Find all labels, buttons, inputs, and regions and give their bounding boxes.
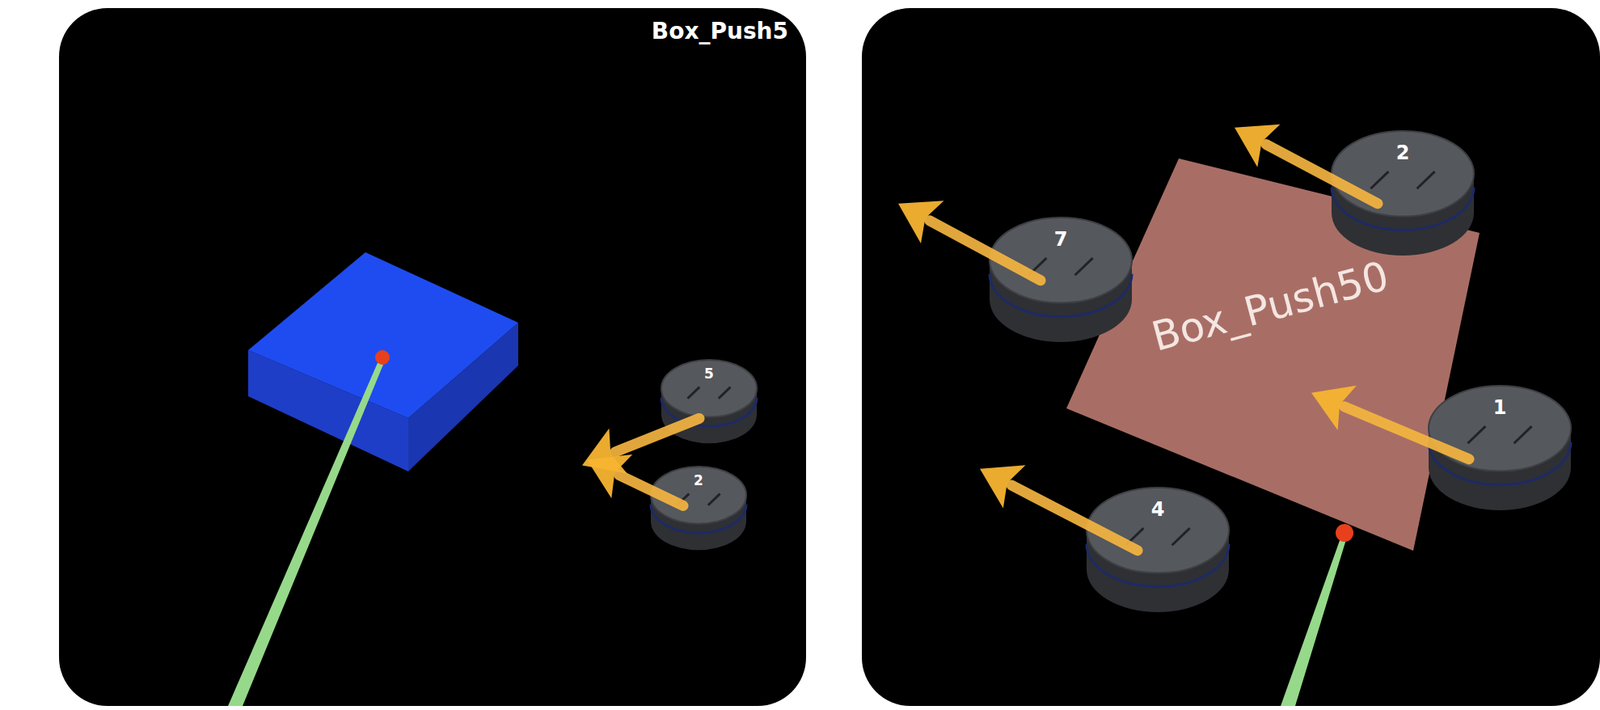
motion-arrow-shaft — [1344, 406, 1470, 460]
scene-title: Box_Push5 — [651, 17, 789, 45]
robot-number: 4 — [1151, 498, 1166, 521]
robot-slot — [687, 386, 700, 398]
robot-unit: 7 — [989, 217, 1132, 342]
robot-slot — [1075, 257, 1094, 275]
robot-slot — [718, 386, 731, 398]
robot-top — [1428, 385, 1571, 472]
robot-top — [661, 359, 757, 418]
motion-arrow-head — [586, 454, 633, 499]
pointer-dot — [375, 350, 390, 365]
pointer-ray — [1280, 533, 1347, 706]
robot-number: 7 — [1054, 227, 1069, 251]
motion-arrow-shaft — [615, 417, 700, 452]
robot-slot — [1370, 171, 1389, 189]
robot-slot — [708, 493, 721, 505]
motion-arrow-shaft — [1011, 485, 1138, 551]
robot-unit: 1 — [1428, 385, 1571, 511]
robot-unit: 4 — [1086, 487, 1229, 613]
robot-slot — [1172, 527, 1191, 545]
motion-arrow-head — [898, 200, 944, 244]
pointer-ray — [227, 357, 385, 706]
robot-unit: 5 — [661, 359, 757, 444]
motion-arrow-head — [979, 464, 1026, 508]
left-panel — [59, 8, 807, 706]
robot-number: 2 — [693, 472, 704, 489]
robot-number: 2 — [1396, 141, 1411, 165]
motion-arrow-shaft — [1266, 144, 1378, 204]
robot-number: 5 — [704, 365, 714, 382]
robot-slot — [1467, 426, 1486, 444]
motion-arrow-head — [1311, 385, 1357, 431]
motion-arrow-shaft — [929, 220, 1041, 281]
robot-top — [1331, 130, 1474, 217]
robot-slot — [1417, 171, 1436, 189]
right-panel — [861, 8, 1600, 706]
blue-box-top — [248, 252, 519, 418]
robot-unit: 2 — [1331, 130, 1474, 256]
pointer-dot — [1335, 523, 1354, 542]
motion-arrow-head — [1234, 124, 1280, 168]
robot-number: 1 — [1493, 396, 1508, 419]
robot-slot — [1514, 426, 1533, 444]
motion-arrow-shaft — [619, 474, 684, 506]
robot-unit: 2 — [650, 466, 747, 550]
